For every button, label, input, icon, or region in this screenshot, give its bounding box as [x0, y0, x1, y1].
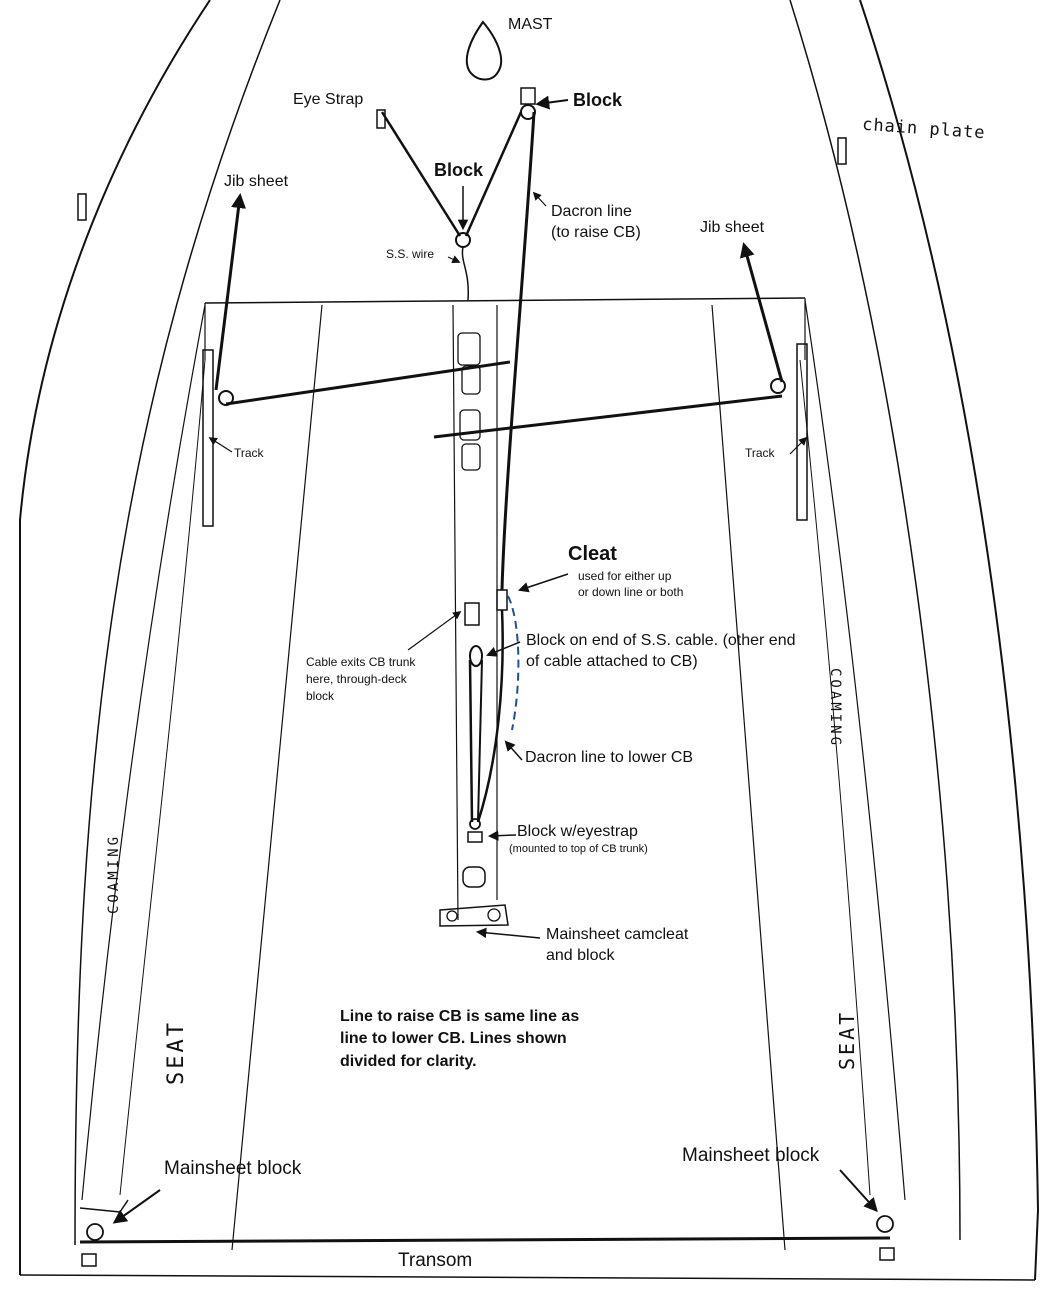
- jib-sheet-right-arrow: [739, 242, 784, 383]
- transom-line: [79, 1236, 891, 1244]
- cleat-label: Cleat: [568, 543, 617, 565]
- cleat-note: used for either up or down line or both: [578, 569, 684, 600]
- dacron-lower-line: [476, 609, 504, 823]
- dashed-line: [507, 595, 520, 731]
- mast-shape: [465, 20, 503, 81]
- cable-block: [469, 645, 483, 667]
- dacron-lower-label: Dacron line to lower CB: [525, 749, 694, 766]
- chain-plate-left: [77, 193, 87, 221]
- middle-block: [455, 232, 471, 248]
- through-deck-block: [464, 602, 480, 626]
- block-eyestrap-label: Block w/eyestrap: [517, 823, 638, 840]
- dacron-raise-label: Dacron line (to raise CB): [551, 203, 641, 241]
- cb-trunk-left: [452, 304, 459, 921]
- camcleat-base: [462, 866, 486, 888]
- seat-left-label: SEAT: [164, 1020, 189, 1085]
- bench-line-right: [711, 304, 786, 1251]
- seat-line-right-inner: [799, 359, 871, 1196]
- cleat-hardware: [496, 589, 508, 611]
- cable-exits-label: Cable exits CB trunk here, through-deck …: [306, 655, 416, 703]
- track-right-label: Track: [745, 446, 775, 460]
- chain-plate-right: [837, 137, 847, 165]
- hull-inner-left: [74, 0, 281, 1246]
- seat-line-left: [81, 304, 206, 1201]
- ss-wire-label: S.S. wire: [386, 247, 435, 261]
- coaming-right-label: COAMING: [827, 668, 843, 749]
- jib-sheet-left-label: Jib sheet: [224, 173, 289, 190]
- clarity-note: Line to raise CB is same line as line to…: [340, 1008, 580, 1070]
- trunk-cap-2: [461, 365, 481, 395]
- mainsheet-block-right-label: Mainsheet block: [682, 1145, 820, 1166]
- bench-line-left: [231, 304, 323, 1251]
- trunk-cap-3: [459, 409, 481, 441]
- mainsheet-block-left-hw: [86, 1223, 104, 1241]
- mainsheet-block-right-hw: [876, 1215, 894, 1233]
- jib-fairlead-left: [218, 390, 234, 406]
- deck-edge-top: [204, 297, 806, 304]
- seat-line-left-inner: [119, 359, 206, 1196]
- block-top-label: Block: [573, 90, 623, 110]
- track-right: [796, 343, 808, 521]
- block-mid-label: Block: [434, 160, 484, 180]
- trunk-cap-1: [457, 332, 481, 366]
- seat-right-label: SEAT: [835, 1009, 859, 1070]
- dacron-raise-line: [500, 111, 536, 591]
- camcleat: [439, 904, 509, 927]
- mainsheet-camcleat-label: Mainsheet camcleat and block: [546, 926, 689, 964]
- jib-sheet-right-label: Jib sheet: [700, 219, 765, 236]
- hull-inner-right: [789, 0, 961, 1241]
- transom-label: Transom: [398, 1250, 473, 1271]
- top-block: [520, 87, 536, 105]
- jib-fairlead-right: [770, 378, 786, 394]
- mast-label: MAST: [508, 16, 553, 33]
- track-left-label: Track: [234, 446, 264, 460]
- seat-line-right: [804, 299, 906, 1201]
- hull-bottom-edge: [19, 1274, 1036, 1281]
- block-eyestrap-hardware: [469, 818, 481, 830]
- hull-outer-left: [19, 0, 211, 1275]
- jib-sheet-left-arrow: [214, 193, 246, 391]
- track-left: [202, 349, 214, 527]
- trunk-cap-4: [461, 443, 481, 471]
- hull-outer-right: [859, 0, 1040, 1281]
- coaming-left-label: COAMING: [106, 833, 122, 914]
- block-eyestrap-note: (mounted to top of CB trunk): [509, 843, 648, 855]
- eye-strap-label: Eye Strap: [293, 91, 364, 108]
- mainsheet-block-left-label: Mainsheet block: [164, 1158, 302, 1179]
- block-cable-label: Block on end of S.S. cable. (other end o…: [526, 632, 796, 670]
